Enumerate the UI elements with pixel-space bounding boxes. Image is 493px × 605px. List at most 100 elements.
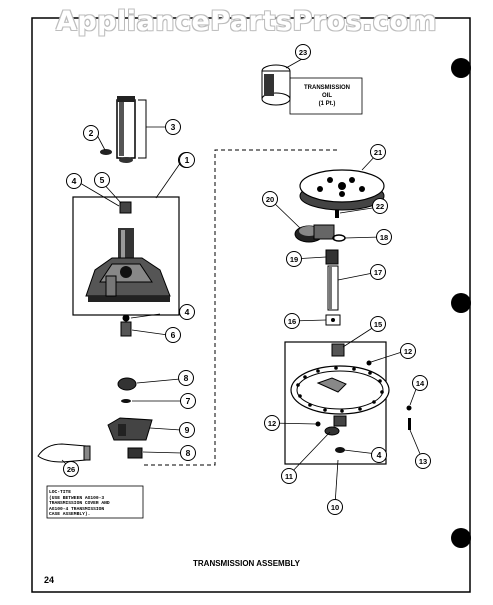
callout-number: 22 (376, 202, 384, 211)
callout-number: 21 (374, 148, 382, 157)
callout-circle (94, 172, 110, 188)
callout-16: 16 (284, 313, 300, 329)
callout-number: 5 (100, 175, 105, 185)
part-12-dowel-upper (366, 360, 372, 366)
leader-lines-right (270, 58, 424, 506)
callout-number: 6 (171, 330, 176, 340)
part-8-block (127, 447, 143, 459)
callout-number: 12 (404, 347, 412, 356)
note-box-frame (46, 485, 144, 519)
note-line-4: AG100-4 TRANSMISSION (49, 506, 105, 512)
part-14-washer (406, 405, 412, 411)
callout-layer: 1234514687982623212220181917161512141211… (63, 44, 431, 515)
part-20-gear (294, 224, 335, 243)
callout-22: 22 (372, 198, 388, 214)
callout-number: 15 (374, 320, 382, 329)
part-17-spin-tube (327, 265, 339, 311)
part-3-shaft (116, 96, 147, 163)
callout-12: 12 (264, 415, 280, 431)
callout-number: 4 (72, 176, 77, 186)
callout-5: 5 (94, 172, 110, 188)
callout-3: 3 (165, 119, 181, 135)
callout-circle (370, 144, 386, 160)
part-15-bearing (331, 343, 345, 357)
callout-number: 10 (331, 503, 339, 512)
part-11-gear (324, 426, 340, 436)
part-18-washer (332, 234, 346, 242)
oil-label-box (289, 77, 363, 115)
binder-hole-middle (451, 293, 471, 313)
callout-circle (376, 229, 392, 245)
callout-4: 4 (66, 173, 82, 189)
callout-number: 23 (299, 48, 307, 57)
callout-23: 23 (295, 44, 311, 60)
oil-label: TRANSMISSION OIL (1 Pt.) (292, 79, 362, 113)
part-8-pinion (117, 377, 137, 391)
callout-number: 8 (184, 373, 189, 383)
callout-number: 17 (374, 268, 382, 277)
callout-circle (179, 304, 195, 320)
callout-circle (370, 264, 386, 280)
callout-11: 11 (281, 468, 297, 484)
callout-circle (165, 119, 181, 135)
callout-number: 8 (186, 448, 191, 458)
callout-4: 4 (179, 304, 195, 320)
callout-26: 26 (63, 461, 79, 477)
callout-number: 3 (171, 122, 176, 132)
callout-6: 6 (165, 327, 181, 343)
binder-hole-top (451, 58, 471, 78)
callout-circle (370, 316, 386, 332)
callout-number: 4 (185, 307, 190, 317)
callout-10: 10 (327, 499, 343, 515)
oil-label-line-1: TRANSMISSION (303, 85, 350, 91)
callout-4: 4 (371, 447, 387, 463)
callout-circle (295, 44, 311, 60)
note-line-2: (USE BETWEEN AG100-3 (49, 495, 105, 501)
callout-number: 1 (185, 155, 190, 165)
callout-19: 19 (286, 251, 302, 267)
callout-15: 15 (370, 316, 386, 332)
part-1-transmission-case (85, 228, 171, 302)
part-10-transmission-cover (290, 365, 390, 427)
part-22-screw (335, 210, 339, 218)
callout-circle (179, 152, 195, 168)
callout-circle (412, 375, 428, 391)
callout-circle (180, 445, 196, 461)
binder-hole-bottom (451, 528, 471, 548)
callout-number: 16 (288, 317, 296, 326)
callout-number: 26 (67, 465, 75, 474)
part-5-bushing (119, 201, 132, 214)
part-4-ring-lower (122, 314, 130, 322)
note-line-5: CASE ASSEMBLY). (49, 512, 91, 518)
callout-circle (179, 422, 195, 438)
part-21-pulley (299, 169, 385, 211)
callout-number: 20 (266, 195, 274, 204)
callout-12: 12 (400, 343, 416, 359)
part-25-oil-can (261, 64, 291, 106)
part-12-dowel-lower (315, 421, 321, 427)
oil-label-line-2: OIL (322, 93, 332, 99)
page-number: 24 (44, 575, 55, 585)
watermark-text: AppliancePartsPros.com (55, 6, 438, 37)
callout-circle (63, 461, 79, 477)
callout-21: 21 (370, 144, 386, 160)
callout-circle (262, 191, 278, 207)
callout-number: 18 (380, 233, 388, 242)
callout-number: 2 (89, 128, 94, 138)
callout-17: 17 (370, 264, 386, 280)
part-13-bolt (408, 418, 411, 430)
part-9-shift-fork (107, 417, 153, 441)
callout-circle (178, 370, 194, 386)
callout-number: 11 (285, 472, 293, 481)
callout-20: 20 (262, 191, 278, 207)
part-10-box (284, 341, 387, 465)
part-26-loctite-tube (37, 443, 91, 463)
part-7-clip (121, 399, 131, 403)
callout-2: 2 (83, 125, 99, 141)
callout-8: 8 (180, 445, 196, 461)
part-19-collar (325, 249, 339, 265)
part-6-bearing (120, 321, 132, 337)
callout-number: 9 (185, 425, 190, 435)
callout-circle (286, 251, 302, 267)
